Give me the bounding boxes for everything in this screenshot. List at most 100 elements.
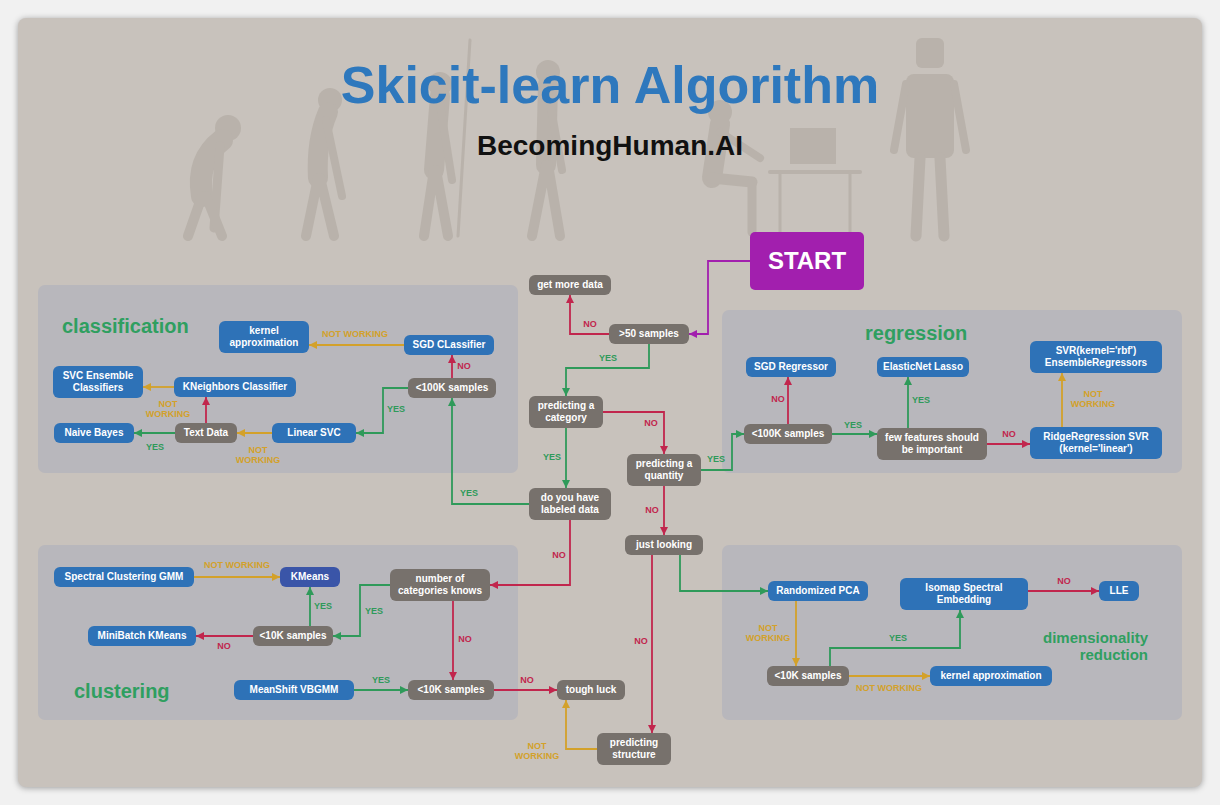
- connector: [663, 486, 665, 535]
- decision-box: <10K samples: [253, 626, 333, 646]
- panel-ground: [722, 545, 1182, 720]
- connector: [787, 377, 789, 424]
- algorithm-box: SGD Regressor: [746, 357, 836, 377]
- connector: [570, 295, 609, 334]
- edge-label: NOT WORKING: [233, 446, 283, 466]
- node-label: Isomap Spectral Embedding: [904, 582, 1024, 606]
- edge-label: NOT WORKING: [322, 330, 388, 340]
- node-label: SGD Regressor: [750, 361, 832, 373]
- edge-label: NO: [217, 642, 231, 652]
- connector: [795, 601, 797, 666]
- node-label: Text Data: [179, 427, 233, 439]
- monitor: [790, 128, 836, 164]
- edge-label: YES: [889, 634, 907, 644]
- connector: [701, 434, 744, 470]
- edge-label: YES: [460, 489, 478, 499]
- figure-legs: [424, 170, 448, 236]
- decision-box: predicting a quantity: [627, 454, 701, 486]
- panel-heading: classification: [62, 315, 189, 338]
- edge-label: NO: [1002, 430, 1016, 440]
- group-panel: classificationkernel approximationSGD CL…: [38, 285, 518, 473]
- connector: [566, 344, 649, 396]
- algorithm-box: MeanShift VBGMM: [234, 680, 354, 700]
- connector: [830, 610, 960, 666]
- edge-label: YES: [146, 443, 164, 453]
- node-label: <10K samples: [771, 670, 845, 682]
- connector: [490, 520, 570, 585]
- connector: [907, 377, 909, 428]
- connector: [143, 386, 174, 388]
- connector: [309, 344, 404, 346]
- panel-ground: [38, 545, 518, 720]
- edge-label: NOT WORKING: [1069, 390, 1117, 410]
- connector: [356, 388, 408, 433]
- node-label: get more data: [533, 279, 607, 291]
- edge-label: NOT WORKING: [513, 742, 561, 762]
- decision-box: do you have labeled data: [529, 488, 611, 520]
- edge-label: YES: [707, 455, 725, 465]
- start-terminal: START: [750, 232, 864, 290]
- decision-box: <100K samples: [744, 424, 832, 444]
- connector: [651, 555, 653, 733]
- connector: [452, 601, 454, 680]
- node-label: SVR(kernel='rbf') EnsembleRegressors: [1034, 345, 1158, 369]
- figure-legs: [532, 165, 560, 236]
- node-label: KMeans: [284, 571, 336, 583]
- node-label: few features should be important: [881, 432, 983, 456]
- edge-label: NO: [458, 635, 472, 645]
- edge-label: YES: [387, 405, 405, 415]
- connector: [333, 585, 390, 636]
- group-panel: clusteringSpectral Clustering GMMKMeansn…: [38, 545, 518, 720]
- edge-label: YES: [365, 607, 383, 617]
- node-label: <100K samples: [748, 428, 828, 440]
- connector: [1028, 590, 1099, 592]
- node-label: Spectral Clustering GMM: [58, 571, 190, 583]
- algorithm-box: KMeans: [280, 567, 340, 587]
- group-panel: dimensionality reductionRandomized PCAIs…: [722, 545, 1182, 720]
- connector: [237, 432, 272, 434]
- connector: [309, 587, 311, 626]
- connector: [452, 398, 529, 504]
- node-label: predicting a category: [533, 400, 599, 424]
- edge-label: NOT WORKING: [745, 624, 791, 644]
- node-label: Naive Bayes: [58, 427, 130, 439]
- connector: [194, 576, 280, 578]
- algorithm-box: Randomized PCA: [768, 581, 868, 601]
- robot-head: [916, 38, 944, 68]
- decision-box: number of categories knows: [390, 569, 490, 601]
- group-panel: regressionSGD Regressor ElasticNet Lasso S…: [722, 310, 1182, 473]
- connector: [849, 675, 930, 677]
- connector: [205, 397, 207, 423]
- node-label: kernel approximation: [934, 670, 1048, 682]
- edge-label: NO: [771, 395, 785, 405]
- edge-label: NO: [520, 676, 534, 686]
- panel-heading: regression: [865, 322, 967, 345]
- node-label: just looking: [629, 539, 699, 551]
- edge-label: YES: [543, 453, 561, 463]
- node-label: predicting structure: [601, 737, 667, 761]
- edge-label: NO: [583, 320, 597, 330]
- figure-thigh: [712, 178, 752, 182]
- node-label: SVC Ensemble Classifiers: [57, 370, 139, 394]
- decision-box: tough luck: [557, 680, 625, 700]
- decision-box: Text Data: [175, 423, 237, 443]
- node-label: kernel approximation: [223, 325, 305, 349]
- node-label: Linear SVC: [276, 427, 352, 439]
- edge-label: NOT WORKING: [145, 400, 191, 420]
- figure-shin: [748, 182, 757, 232]
- edge-label: NO: [634, 637, 648, 647]
- edge-label: NO: [552, 551, 566, 561]
- algorithm-box: Isomap Spectral Embedding: [900, 578, 1028, 610]
- connector: [196, 635, 253, 637]
- figure-group: [188, 38, 966, 236]
- edge-label: NOT WORKING: [856, 684, 922, 694]
- figure-arm: [440, 104, 452, 180]
- algorithm-box: kernel approximation: [219, 321, 309, 353]
- edge-label: YES: [912, 396, 930, 406]
- decision-box: <10K samples: [767, 666, 849, 686]
- connector: [451, 355, 453, 378]
- node-label: ElasticNet Lasso: [881, 361, 965, 373]
- algorithm-box: KNeighbors Classifier: [174, 377, 296, 397]
- decision-box: just looking: [625, 535, 703, 555]
